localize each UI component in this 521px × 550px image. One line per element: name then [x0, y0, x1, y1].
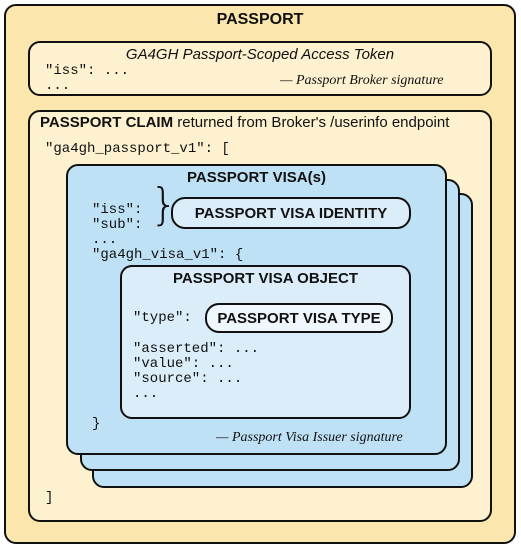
visa-object-ellipsis: ...	[133, 386, 159, 402]
passport-claim-title-rest: returned from Broker's /userinfo endpoin…	[173, 114, 450, 131]
visa-ellipsis: ...	[92, 232, 118, 248]
visa-iss-key: "iss":	[92, 202, 143, 218]
value-line: "value": ...	[133, 356, 234, 372]
passport-title: PASSPORT	[216, 11, 304, 28]
passport-claim-title: PASSPORT CLAIM returned from Broker's /u…	[40, 114, 449, 131]
visa-sub-key: "sub":	[92, 217, 143, 233]
passport-array-close: ]	[45, 490, 54, 506]
visa-close-brace: }	[92, 416, 101, 432]
visa-type-key: "type":	[133, 310, 192, 326]
visa-object-box	[120, 265, 411, 419]
source-line: "source": ...	[133, 371, 243, 387]
visa-v1-line: "ga4gh_visa_v1": {	[92, 247, 244, 263]
visa-title: PASSPORT VISA(s)	[187, 169, 326, 186]
asserted-line: "asserted": ...	[133, 341, 260, 357]
passport-array-open: "ga4gh_passport_v1": [	[45, 141, 230, 157]
token-ellipsis: ...	[45, 78, 71, 94]
visa-identity-pill: PASSPORT VISA IDENTITY	[171, 197, 411, 229]
access-token-box	[28, 41, 492, 96]
access-token-title: GA4GH Passport-Scoped Access Token	[125, 46, 395, 63]
visa-object-title: PASSPORT VISA OBJECT	[172, 270, 359, 287]
token-iss-line: "iss": ...	[45, 63, 130, 79]
visa-type-pill: PASSPORT VISA TYPE	[205, 303, 393, 333]
visa-issuer-signature: — Passport Visa Issuer signature	[216, 430, 403, 445]
broker-signature: — Passport Broker signature	[280, 73, 444, 88]
passport-claim-title-bold: PASSPORT CLAIM	[40, 114, 174, 131]
